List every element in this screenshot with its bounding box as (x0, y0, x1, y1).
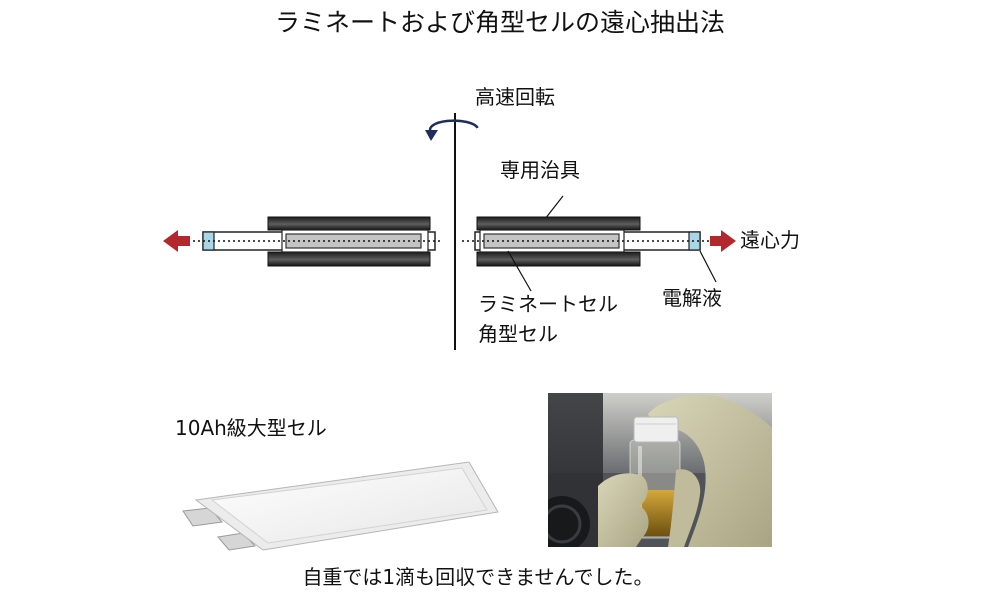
force-label: 遠心力 (740, 228, 800, 252)
glove-hand (648, 394, 772, 547)
left-fixture-top (267, 216, 431, 231)
caption: 自重では1滴も回収できませんでした。 (302, 565, 653, 589)
glove-fingers-front (598, 473, 649, 547)
right-force-arrow-icon (710, 230, 736, 252)
photo-machine-part (548, 496, 590, 547)
right-fixture-top (476, 216, 641, 231)
glove-finger-right (668, 469, 701, 547)
cell-leader-line (507, 250, 532, 292)
electrolyte-leader-line (699, 250, 717, 283)
photo-machine-ring (548, 504, 582, 544)
fixture-label: 専用治具 (500, 158, 580, 182)
vial-cap (633, 416, 679, 443)
pouch-body (210, 467, 488, 544)
vial-photo (548, 393, 772, 547)
page-title: ラミネートおよび角型セルの遠心抽出法 (275, 8, 725, 37)
laminate-cell-label: ラミネートセル (478, 292, 618, 316)
large-cell-label: 10Ah級大型セル (175, 416, 327, 440)
rotation-label: 高速回転 (475, 85, 555, 109)
electrolyte-label: 電解液 (662, 286, 722, 310)
rotation-arrow-icon (428, 119, 479, 134)
right-fixture-bottom (476, 251, 641, 267)
left-fixture-bottom (267, 251, 431, 267)
fixture-leader-line (544, 195, 564, 220)
left-force-arrow-icon (163, 230, 190, 252)
prismatic-cell-label: 角型セル (478, 322, 558, 346)
rotation-arrowhead-icon (425, 130, 438, 141)
pouch-cell-illustration (182, 461, 499, 551)
